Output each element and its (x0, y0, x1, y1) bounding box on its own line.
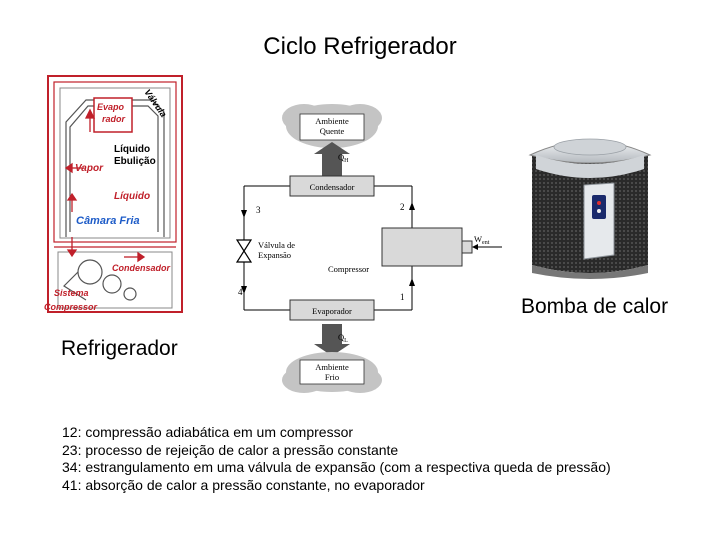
cold-environment-label-1: Ambiente (315, 362, 349, 372)
q-h-label: QH (338, 152, 349, 164)
expansion-valve-label-1: Válvula de (258, 240, 295, 250)
label-condensador: Condensador (112, 263, 171, 273)
expansion-valve-icon (235, 239, 253, 263)
condenser-box (289, 175, 375, 197)
work-input-subscript: ent (482, 240, 490, 246)
label-liquido: Líquido (114, 191, 150, 202)
note-process-12: 12: compressão adiabática em um compress… (62, 424, 354, 440)
hot-environment-cloud (282, 104, 382, 148)
slide-title: Ciclo Refrigerador (263, 33, 457, 60)
label-evaporador-1: Evapo (97, 102, 125, 112)
expansion-valve-label-2: Expansão (258, 250, 291, 260)
state-point-4: 4 (238, 287, 243, 297)
note-process-23: 23: processo de rejeição de calor a pres… (62, 441, 399, 458)
q-l-subscript: L (344, 338, 348, 344)
evaporator-box (289, 299, 375, 321)
evaporator-box (93, 97, 133, 133)
state-point-2: 2 (400, 202, 405, 212)
state-point-1: 1 (400, 292, 405, 302)
note-process-41: 41: absorção de calor a pressão constant… (62, 476, 425, 493)
label-sistema: Sistema (54, 288, 89, 298)
cold-environment-cloud (282, 352, 382, 393)
hot-environment-label-2: Quente (320, 126, 345, 136)
compressor-box (381, 227, 463, 267)
label-liquido-ebulicao-2: Ebulição (114, 156, 156, 167)
refrigerator-diagram: Evapo rador Válvula Líquido Ebulição Vap… (44, 75, 183, 313)
heat-in-arrow (314, 324, 350, 356)
label-liquido-ebulicao-1: Líquido (114, 144, 150, 155)
hot-environment-label-1: Ambiente (315, 116, 349, 126)
note-process-34: 34: estrangulamento em uma válvula de ex… (62, 459, 611, 475)
label-evaporador-2: rador (102, 114, 126, 124)
label-vapor: Vapor (75, 163, 104, 174)
label-camara-fria: Câmara Fria (76, 215, 140, 227)
heat-out-arrow (314, 142, 350, 176)
q-l-symbol: Q (338, 332, 344, 342)
heat-pump-caption: Bomba de calor (521, 295, 669, 318)
q-h-symbol: Q (338, 152, 344, 162)
state-point-3: 3 (256, 205, 261, 215)
cold-environment-label-2: Frio (325, 372, 339, 382)
heat-pump-cabinet (528, 138, 652, 279)
evaporator-label: Evaporador (312, 306, 352, 316)
label-compressor: Compressor (44, 302, 98, 312)
refrigerator-caption: Refrigerador (61, 337, 178, 360)
work-input-arrow (472, 244, 502, 250)
flow-direction-arrows (241, 202, 415, 294)
compressor-label: Compressor (328, 264, 369, 274)
refrigeration-cycle-schematic: Ambiente Quente QH Condensador Válvula d… (235, 104, 502, 393)
process-notes: 12: compressão adiabática em um compress… (62, 424, 611, 494)
q-h-subscript: H (344, 158, 349, 164)
flow-arrows (64, 108, 146, 263)
compressor-shaft (461, 240, 473, 254)
q-l-label: QL (338, 332, 348, 344)
work-input-label: Went (474, 234, 490, 246)
heat-pump-unit (528, 138, 652, 279)
condenser-label: Condensador (310, 182, 355, 192)
work-input-symbol: W (474, 234, 482, 244)
